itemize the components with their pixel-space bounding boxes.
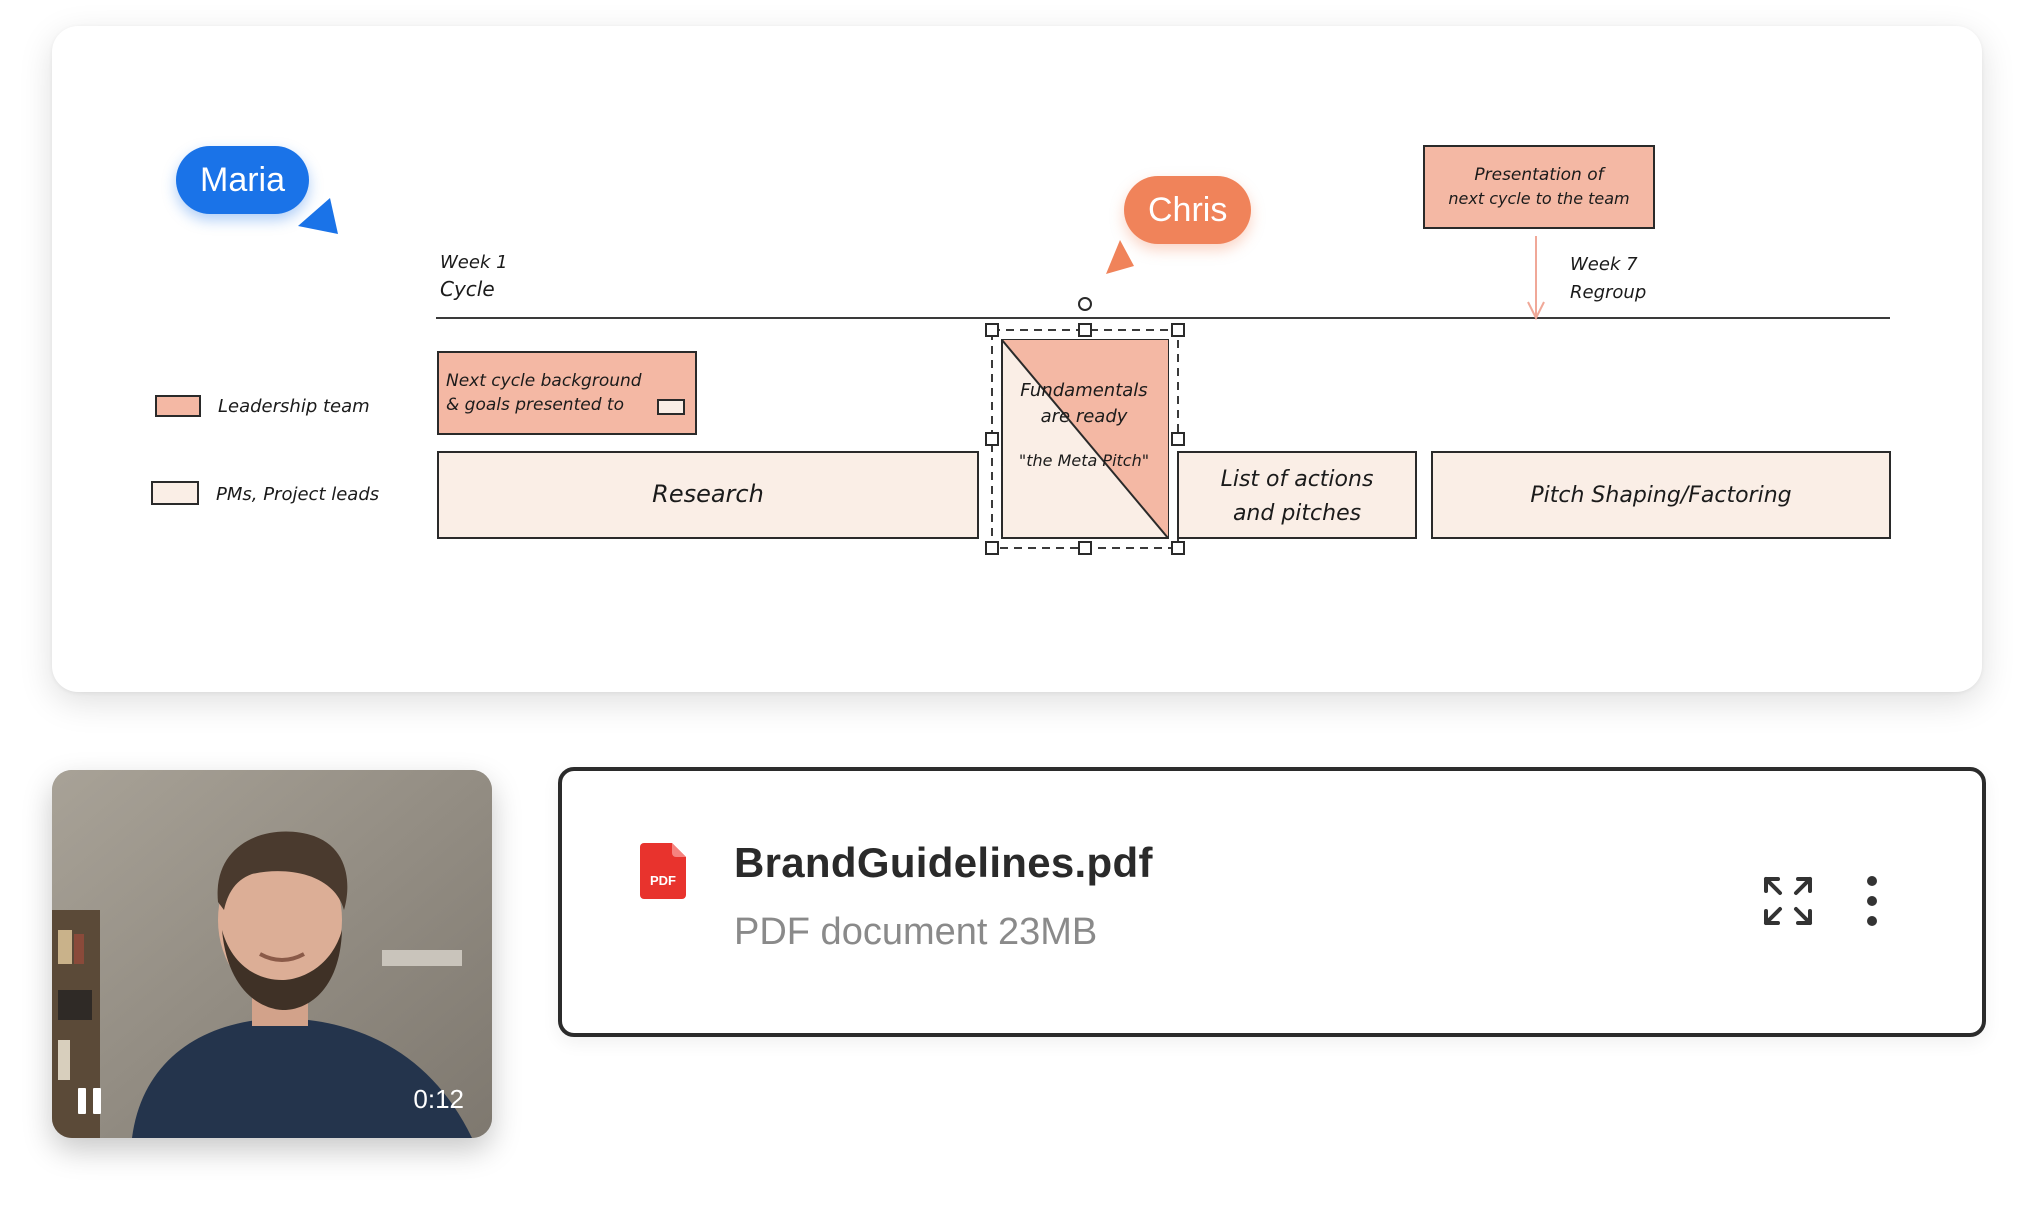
fundamentals-diagonal bbox=[1001, 339, 1169, 539]
file-name[interactable]: BrandGuidelines.pdf bbox=[734, 839, 1153, 886]
pitch-shaping-box[interactable] bbox=[1431, 451, 1891, 539]
resize-handle-e[interactable] bbox=[1171, 432, 1185, 446]
resize-handle-ne[interactable] bbox=[1171, 323, 1185, 337]
legend-leadership-label: Leadership team bbox=[218, 396, 370, 417]
actions-box[interactable] bbox=[1177, 451, 1417, 539]
presentation-box[interactable] bbox=[1423, 145, 1655, 229]
timeline-start-week: Week 1 bbox=[440, 252, 508, 273]
more-vertical-icon[interactable] bbox=[1862, 875, 1882, 927]
video-frame bbox=[52, 770, 492, 1138]
next-cycle-box[interactable] bbox=[437, 351, 697, 435]
actions-text-1: List of actions bbox=[1221, 467, 1374, 492]
pitch-shaping-text: Pitch Shaping/Factoring bbox=[1530, 483, 1791, 508]
maria-pointer-icon bbox=[298, 198, 338, 234]
research-text: Research bbox=[652, 480, 764, 508]
resize-handle-nw[interactable] bbox=[985, 323, 999, 337]
resize-handle-sw[interactable] bbox=[985, 541, 999, 555]
timeline-start-label: Cycle bbox=[440, 277, 495, 301]
arrow-head bbox=[1527, 301, 1545, 321]
file-meta: PDF document 23MB bbox=[734, 911, 1098, 953]
chris-pointer-icon bbox=[1106, 240, 1134, 274]
mini-swatch bbox=[657, 399, 685, 415]
next-cycle-text-2: & goals presented to bbox=[446, 395, 624, 415]
timeline-end-week: Week 7 bbox=[1570, 254, 1638, 275]
resize-handle-se[interactable] bbox=[1171, 541, 1185, 555]
fundamentals-text-2: are ready bbox=[1041, 406, 1128, 427]
meta-pitch-text: "the Meta Pitch" bbox=[1019, 451, 1149, 470]
video-timestamp: 0:12 bbox=[413, 1084, 464, 1114]
video-tile[interactable]: 0:12 bbox=[52, 770, 492, 1138]
expand-icon[interactable] bbox=[1762, 875, 1814, 927]
resize-handle-n[interactable] bbox=[1078, 323, 1092, 337]
pdf-icon: PDF bbox=[640, 843, 686, 899]
legend-pms-swatch bbox=[151, 481, 199, 505]
file-attachment-card[interactable]: PDF BrandGuidelines.pdf PDF document 23M… bbox=[558, 767, 1986, 1037]
whiteboard-drawing: Week 1 Cycle Week 7 Regroup Presentation… bbox=[151, 145, 1891, 555]
rotate-handle[interactable] bbox=[1078, 297, 1092, 311]
pdf-icon-badge: PDF bbox=[650, 873, 676, 888]
next-cycle-text-1: Next cycle background bbox=[446, 371, 642, 391]
cursor-label-chris: Chris bbox=[1124, 176, 1252, 244]
pause-icon[interactable] bbox=[78, 1088, 102, 1114]
actions-text-2: and pitches bbox=[1233, 501, 1361, 526]
resize-handle-s[interactable] bbox=[1078, 541, 1092, 555]
timeline-end-label: Regroup bbox=[1570, 282, 1646, 303]
legend-leadership-swatch bbox=[155, 395, 201, 417]
research-box[interactable] bbox=[437, 451, 979, 539]
fundamentals-text-1: Fundamentals bbox=[1020, 380, 1147, 401]
legend-pms-label: PMs, Project leads bbox=[216, 484, 379, 505]
presentation-text-2: next cycle to the team bbox=[1448, 189, 1629, 208]
presentation-text-1: Presentation of bbox=[1474, 165, 1606, 185]
whiteboard-canvas[interactable]: Week 1 Cycle Week 7 Regroup Presentation… bbox=[52, 26, 1982, 692]
cursor-label-maria: Maria bbox=[176, 146, 310, 214]
resize-handle-w[interactable] bbox=[985, 432, 999, 446]
